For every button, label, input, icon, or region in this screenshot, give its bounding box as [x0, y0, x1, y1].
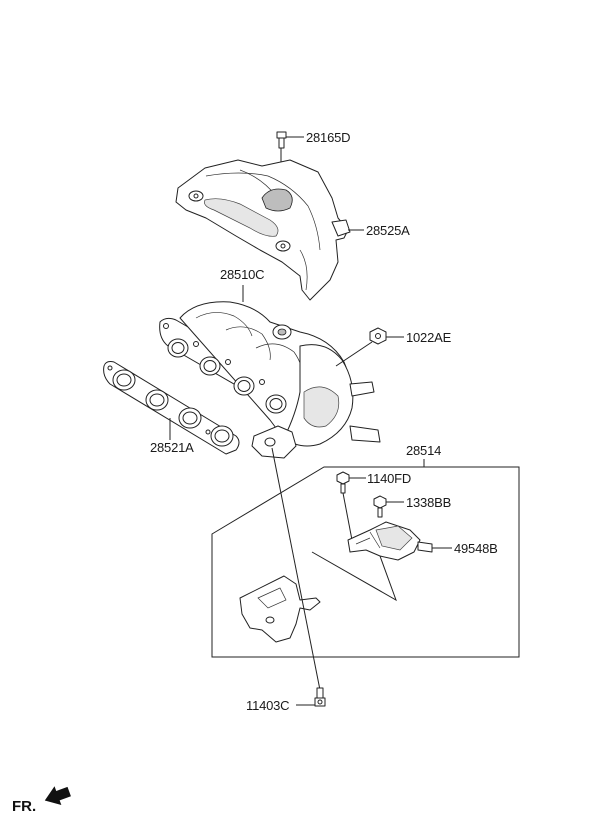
- bracket-49548b: [311, 521, 452, 602]
- label-11403c: 11403C: [246, 698, 289, 713]
- label-28521a: 28521A: [150, 440, 194, 455]
- front-arrow-icon: [44, 786, 71, 806]
- lower-bracket: [239, 575, 321, 643]
- bolt-11403c-leader: [271, 447, 321, 691]
- label-1338bb: 1338BB: [406, 495, 451, 510]
- label-28510c: 28510C: [220, 267, 264, 282]
- bracket-assy-box: [211, 466, 520, 658]
- label-49548b: 49548B: [454, 541, 498, 556]
- exhaust-manifold-28510c: [159, 301, 381, 459]
- heat-shield-28525a: [175, 159, 364, 301]
- label-1022ae: 1022AE: [406, 330, 452, 345]
- front-indicator-text: FR.: [12, 798, 36, 815]
- label-28165d: 28165D: [306, 130, 350, 145]
- bolt-1140fd: [336, 471, 366, 541]
- label-28514: 28514: [406, 443, 441, 458]
- label-1140fd: 1140FD: [367, 471, 411, 486]
- bolt-1338bb: [373, 495, 404, 518]
- gasket-28521a: [103, 361, 240, 455]
- label-28525a: 28525A: [366, 223, 410, 238]
- nut-1022ae: [335, 327, 404, 367]
- bolt-11403c: [296, 687, 326, 707]
